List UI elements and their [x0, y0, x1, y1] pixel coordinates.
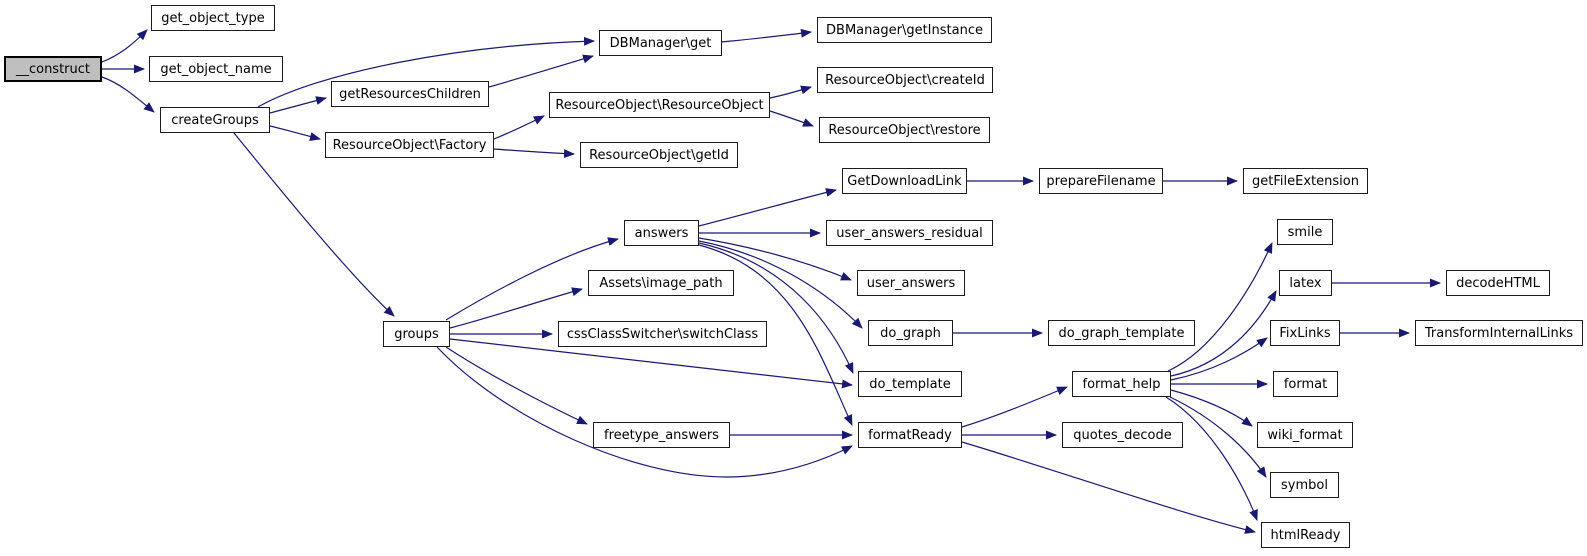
node-label: prepareFilename: [1046, 173, 1156, 189]
edge-createGroups-to-groups: [233, 132, 395, 317]
node-label: htmlReady: [1270, 527, 1341, 543]
node-do_graph[interactable]: do_graph: [868, 320, 953, 346]
node-label: getResourcesChildren: [339, 86, 481, 102]
node-DBManager_get[interactable]: DBManager\get: [599, 30, 722, 56]
node-format[interactable]: format: [1273, 371, 1338, 397]
edge-construct-to-get_object_type: [101, 29, 148, 63]
edge-answers-to-do_template: [698, 242, 854, 374]
edge-groups-to-freetype_answers: [445, 346, 588, 425]
node-label: GetDownloadLink: [847, 173, 962, 189]
node-label: decodeHTML: [1456, 275, 1540, 291]
node-groups[interactable]: groups: [383, 321, 450, 347]
node-ResourceObject_getId[interactable]: ResourceObject\getId: [580, 142, 738, 168]
node-quotes_decode[interactable]: quotes_decode: [1062, 422, 1183, 448]
node-construct: __construct: [4, 56, 102, 82]
node-format_help[interactable]: format_help: [1072, 371, 1171, 397]
node-label: DBManager\getInstance: [826, 22, 983, 38]
node-label: TransformInternalLinks: [1424, 325, 1574, 341]
edge-ResourceObject_Factory-to-ResourceObject_getId: [493, 148, 575, 159]
node-label: ResourceObject\createId: [825, 72, 985, 88]
node-label: format_help: [1082, 376, 1161, 392]
node-user_answers[interactable]: user_answers: [857, 270, 965, 296]
node-DBManager_getInstance[interactable]: DBManager\getInstance: [817, 17, 992, 43]
node-label: ResourceObject\ResourceObject: [555, 97, 764, 113]
edge-construct-to-createGroups: [101, 76, 155, 113]
node-label: cssClassSwitcher\switchClass: [566, 326, 759, 342]
edge-DBManager_get-to-DBManager_getInstance: [721, 28, 812, 43]
node-label: user_answers_residual: [836, 225, 983, 241]
node-label: get_object_name: [160, 61, 272, 77]
node-label: FixLinks: [1279, 325, 1331, 341]
node-ResourceObject_ResourceObject[interactable]: ResourceObject\ResourceObject: [549, 92, 770, 118]
node-formatReady[interactable]: formatReady: [858, 422, 962, 448]
node-htmlReady[interactable]: htmlReady: [1261, 522, 1350, 548]
edge-formatReady-to-htmlReady: [961, 441, 1256, 534]
node-TransformInternalLinks[interactable]: TransformInternalLinks: [1415, 320, 1583, 346]
node-label: quotes_decode: [1073, 427, 1172, 443]
node-latex[interactable]: latex: [1279, 270, 1332, 296]
node-Assets_image_path[interactable]: Assets\image_path: [588, 270, 734, 296]
node-label: do_graph_template: [1058, 325, 1185, 341]
node-label: ResourceObject\getId: [589, 147, 729, 163]
node-wiki_format[interactable]: wiki_format: [1257, 422, 1353, 448]
node-label: smile: [1287, 224, 1323, 240]
node-createGroups[interactable]: createGroups: [160, 107, 270, 133]
edge-groups-to-formatReady: [436, 346, 853, 478]
node-prepareFilename[interactable]: prepareFilename: [1039, 168, 1163, 194]
node-smile[interactable]: smile: [1277, 219, 1333, 245]
node-getResourcesChildren[interactable]: getResourcesChildren: [331, 81, 489, 107]
node-label: user_answers: [866, 275, 956, 291]
edge-format_help-to-smile: [1167, 242, 1273, 372]
node-ResourceObject_Factory[interactable]: ResourceObject\Factory: [325, 132, 494, 158]
node-get_object_name[interactable]: get_object_name: [149, 56, 283, 82]
node-label: __construct: [15, 61, 91, 77]
node-decodeHTML[interactable]: decodeHTML: [1446, 270, 1550, 296]
node-label: freetype_answers: [604, 427, 719, 443]
edge-getResourcesChildren-to-DBManager_get: [488, 54, 594, 88]
node-label: get_object_type: [161, 10, 265, 26]
node-label: do_graph: [880, 325, 941, 341]
node-do_graph_template[interactable]: do_graph_template: [1048, 320, 1195, 346]
node-label: formatReady: [868, 427, 952, 443]
edge-formatReady-to-format_help: [961, 386, 1068, 428]
node-label: ResourceObject\Factory: [332, 137, 487, 153]
edge-format_help-to-symbol: [1169, 396, 1267, 478]
node-label: groups: [394, 326, 439, 342]
node-symbol[interactable]: symbol: [1270, 472, 1339, 498]
edge-answers-to-GetDownloadLink: [698, 188, 837, 227]
node-ResourceObject_restore[interactable]: ResourceObject\restore: [819, 117, 990, 143]
node-freetype_answers[interactable]: freetype_answers: [593, 422, 730, 448]
node-label: do_template: [869, 376, 951, 392]
edge-format_help-to-wiki_format: [1170, 389, 1253, 427]
edge-ResourceObject_ResourceObject-to-ResourceObject_createId: [769, 85, 812, 99]
node-user_answers_residual[interactable]: user_answers_residual: [826, 220, 993, 246]
node-GetDownloadLink[interactable]: GetDownloadLink: [842, 168, 967, 194]
node-label: createGroups: [171, 112, 259, 128]
node-get_object_type[interactable]: get_object_type: [151, 5, 275, 31]
node-cssClassSwitcher_switchClass[interactable]: cssClassSwitcher\switchClass: [558, 321, 767, 347]
node-getFileExtension[interactable]: getFileExtension: [1243, 168, 1368, 194]
node-ResourceObject_createId[interactable]: ResourceObject\createId: [817, 67, 993, 93]
node-label: latex: [1289, 275, 1322, 291]
node-label: answers: [634, 225, 689, 241]
node-label: DBManager\get: [609, 35, 712, 51]
edge-createGroups-to-getResourcesChildren: [269, 96, 327, 114]
node-label: ResourceObject\restore: [828, 122, 981, 138]
node-label: format: [1283, 376, 1328, 392]
edge-createGroups-to-ResourceObject_Factory: [269, 125, 321, 141]
node-FixLinks[interactable]: FixLinks: [1270, 320, 1340, 346]
node-label: symbol: [1281, 477, 1328, 493]
node-label: Assets\image_path: [599, 275, 723, 291]
edge-ResourceObject_Factory-to-ResourceObject_ResourceObject: [493, 115, 545, 140]
node-label: wiki_format: [1267, 427, 1343, 443]
node-answers[interactable]: answers: [624, 220, 699, 246]
node-label: getFileExtension: [1252, 173, 1359, 189]
edge-ResourceObject_ResourceObject-to-ResourceObject_restore: [769, 110, 814, 127]
node-do_template[interactable]: do_template: [858, 371, 962, 397]
edge-format_help-to-htmlReady: [1165, 396, 1258, 521]
